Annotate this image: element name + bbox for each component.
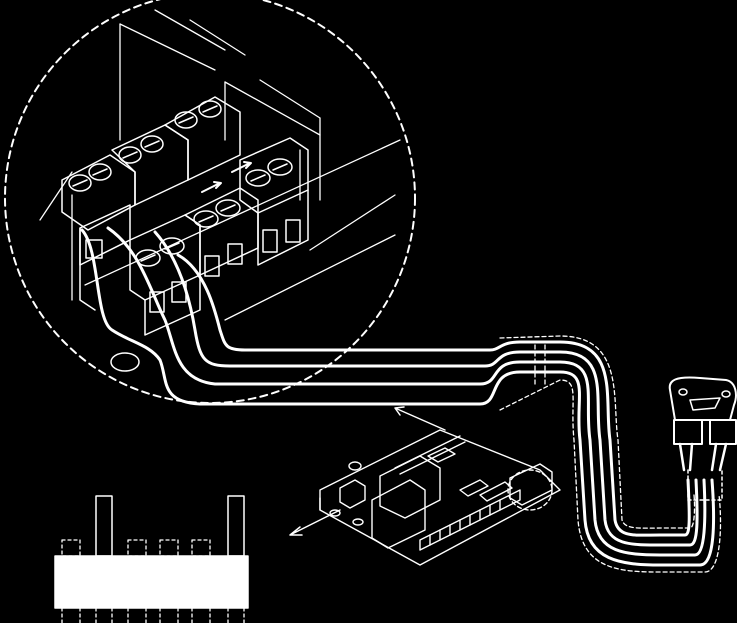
terminal-module-6 [184, 187, 259, 277]
screw-head [88, 163, 112, 181]
mounting-hole [110, 352, 140, 372]
component-body [54, 555, 249, 609]
controller-board [289, 406, 561, 566]
wire-2 [106, 226, 707, 557]
pcb-mount-hole [348, 461, 362, 471]
terminal-module-3 [164, 96, 241, 181]
insert-arrow [231, 161, 252, 173]
pcb-terminal-row [419, 489, 521, 551]
screw-head [198, 100, 222, 118]
screw-head [215, 199, 241, 217]
insert-arrow [201, 181, 222, 193]
pcb-relay-2 [379, 455, 441, 519]
connector-plug [673, 419, 703, 445]
screw-head [140, 135, 164, 153]
detail-magnifier [4, 0, 416, 404]
component-pin [227, 495, 245, 557]
screw-head [174, 111, 198, 129]
cable-sheath [499, 335, 722, 573]
screw-head [68, 174, 92, 192]
terminal-module-7 [239, 137, 309, 266]
wire-1 [80, 228, 716, 567]
pcb-mount-hole [352, 518, 364, 526]
sensor-hole [678, 388, 688, 396]
pcb-connector [459, 479, 489, 497]
wire-4 [176, 253, 691, 537]
pcb-arrow-out [289, 509, 341, 536]
wire-3 [153, 230, 699, 547]
component-pin [95, 495, 113, 557]
cable-bundle [80, 226, 716, 567]
pcb-highlight-circle [507, 469, 553, 511]
sensor-body [668, 376, 737, 421]
pcb-chip [427, 447, 456, 463]
connector-dashed-outline [687, 469, 723, 501]
component-dashed-pins [61, 539, 245, 623]
connector-plug [709, 419, 737, 445]
sensor-hole [721, 390, 731, 398]
pcb-arrow-up [394, 406, 446, 431]
screw-head [267, 158, 293, 176]
screw-head [245, 169, 271, 187]
pcb-capacitor [339, 479, 366, 509]
pcb-mount-hole [329, 509, 341, 517]
front-view-component [54, 495, 249, 623]
screw-head [193, 210, 219, 228]
detail-circle-outline [4, 0, 416, 404]
sensor-connector [668, 376, 737, 501]
pcb-connector [479, 481, 513, 502]
pcb-relay [371, 479, 426, 549]
screw-head [118, 146, 142, 164]
